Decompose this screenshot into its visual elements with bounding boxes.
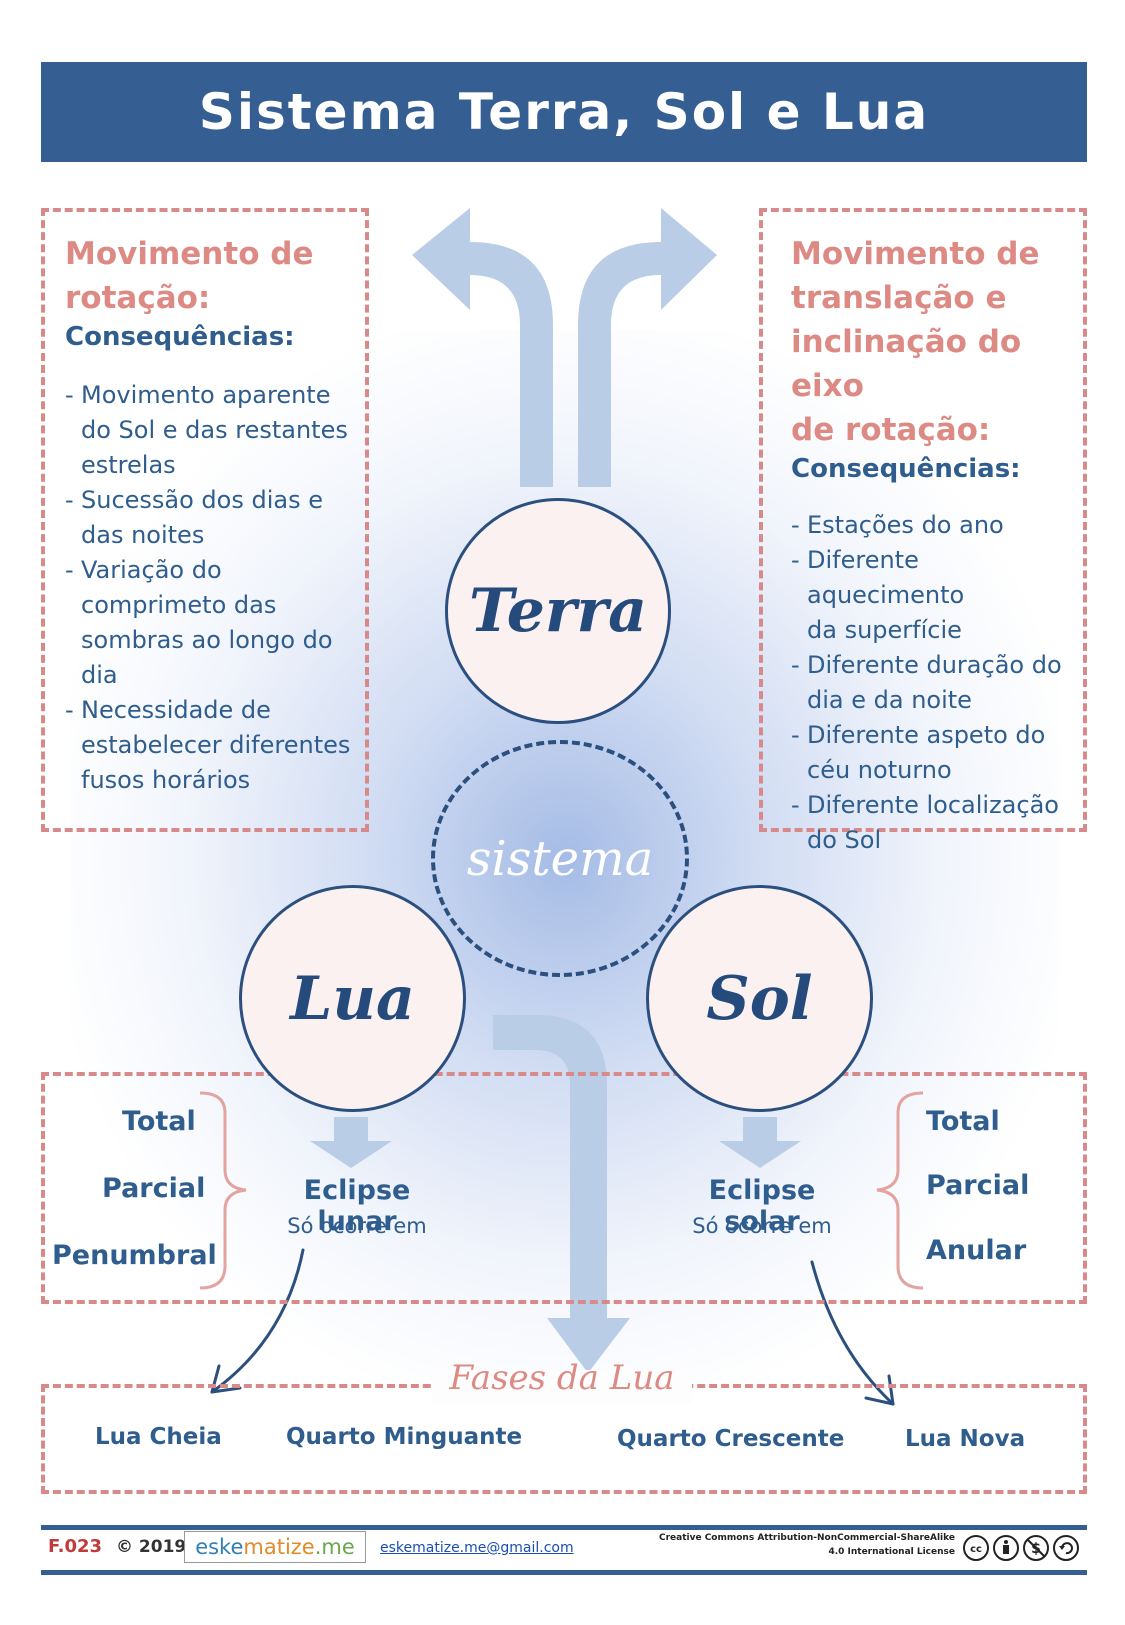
terra-label: Terra bbox=[468, 576, 648, 646]
solar-eclipse-label: Eclipse solar bbox=[708, 1175, 816, 1237]
brand-part3: .me bbox=[314, 1535, 355, 1559]
phase-lua-cheia: Lua Cheia bbox=[95, 1424, 222, 1450]
nc-icon: $ bbox=[1023, 1535, 1049, 1561]
sol-circle: Sol bbox=[646, 885, 873, 1112]
sa-icon bbox=[1053, 1535, 1079, 1561]
lua-circle: Lua bbox=[239, 885, 466, 1112]
translation-box: Movimento de translação e inclinação do … bbox=[759, 208, 1087, 854]
arrow-up-right-icon bbox=[578, 208, 717, 487]
lunar-eclipse-sub: Só ocorre em bbox=[287, 1214, 427, 1238]
terra-circle: Terra bbox=[445, 498, 671, 724]
lunar-eclipse-label: Eclipse lunar bbox=[303, 1175, 411, 1237]
arrow-up-left-icon bbox=[412, 208, 553, 487]
list-item: Movimento aparente do Sol e das restante… bbox=[65, 378, 355, 483]
translation-heading-line2: translação e bbox=[791, 280, 1007, 316]
arrow-down-icon bbox=[493, 1015, 630, 1373]
translation-heading-line3: inclinação do eixo bbox=[791, 324, 1022, 404]
rotation-heading-line1: Movimento de bbox=[65, 236, 314, 272]
sistema-circle: sistema bbox=[431, 740, 689, 977]
list-item: Diferente duração do dia e da noite bbox=[791, 648, 1083, 718]
translation-heading-line1: Movimento de bbox=[791, 236, 1040, 272]
footer-email-link[interactable]: eskematize.me@gmail.com bbox=[380, 1540, 574, 1556]
phases-title-bg bbox=[432, 1370, 692, 1404]
solar-type-anular: Anular bbox=[926, 1235, 1027, 1266]
solar-type-total: Total bbox=[926, 1106, 1000, 1137]
translation-consequences-list: Estações do ano Diferente aquecimento da… bbox=[791, 508, 1083, 858]
footer-top-line bbox=[41, 1525, 1087, 1530]
brand-part2: matize bbox=[243, 1535, 315, 1559]
list-item: Estações do ano bbox=[791, 508, 1083, 543]
phase-quarto-crescente: Quarto Crescente bbox=[617, 1426, 845, 1452]
rotation-consequences-list: Movimento aparente do Sol e das restante… bbox=[65, 378, 355, 798]
title-banner: Sistema Terra, Sol e Lua bbox=[41, 62, 1087, 162]
list-item: Variação do comprimeto das sombras ao lo… bbox=[65, 553, 355, 693]
license-line1: Creative Commons Attribution-NonCommerci… bbox=[658, 1533, 955, 1543]
license-line2: 4.0 International License bbox=[828, 1547, 955, 1557]
lunar-arrow-icon bbox=[310, 1117, 392, 1168]
svg-text:cc: cc bbox=[970, 1544, 982, 1555]
eclipse-box bbox=[41, 1072, 1087, 1304]
rotation-box: Movimento de rotação: Consequências: Mov… bbox=[41, 208, 369, 832]
solar-arrow-icon bbox=[719, 1117, 801, 1168]
list-item: Diferente aspeto do céu noturno bbox=[791, 718, 1083, 788]
page-title: Sistema Terra, Sol e Lua bbox=[198, 83, 930, 141]
brand-part1: eske bbox=[195, 1535, 244, 1559]
list-item: Diferente aquecimento da superfície bbox=[791, 543, 1083, 648]
license-badges[interactable]: cc $ bbox=[962, 1532, 1082, 1564]
rotation-subheading: Consequências: bbox=[65, 322, 295, 352]
sol-label: Sol bbox=[706, 963, 813, 1034]
list-item: Diferente localização do Sol bbox=[791, 788, 1083, 858]
list-item: Sucessão dos dias e das noites bbox=[65, 483, 355, 553]
cc-icon: cc bbox=[963, 1535, 989, 1561]
lunar-type-total: Total bbox=[122, 1106, 196, 1137]
lunar-type-penumbral: Penumbral bbox=[52, 1240, 217, 1271]
footer-bottom-line bbox=[41, 1570, 1087, 1575]
solar-eclipse-sub: Só ocorre em bbox=[692, 1214, 832, 1238]
translation-heading-line4: de rotação: bbox=[791, 412, 991, 448]
footer-code: F.023 bbox=[48, 1536, 103, 1557]
phase-quarto-minguante: Quarto Minguante bbox=[286, 1424, 523, 1450]
by-icon bbox=[993, 1535, 1019, 1561]
phase-lua-nova: Lua Nova bbox=[905, 1426, 1026, 1452]
list-item: Necessidade de estabelecer diferentes fu… bbox=[65, 693, 355, 798]
solar-type-parcial: Parcial bbox=[926, 1170, 1030, 1201]
phases-title: Fases da Lua bbox=[449, 1358, 675, 1398]
lunar-type-parcial: Parcial bbox=[102, 1173, 206, 1204]
sistema-label: sistema bbox=[466, 830, 654, 887]
brace-icon bbox=[199, 1091, 924, 1290]
rotation-heading-line2: rotação: bbox=[65, 280, 211, 316]
translation-subheading: Consequências: bbox=[791, 454, 1021, 484]
lua-label: Lua bbox=[290, 963, 415, 1034]
footer-copyright: © 2019 bbox=[116, 1537, 187, 1557]
